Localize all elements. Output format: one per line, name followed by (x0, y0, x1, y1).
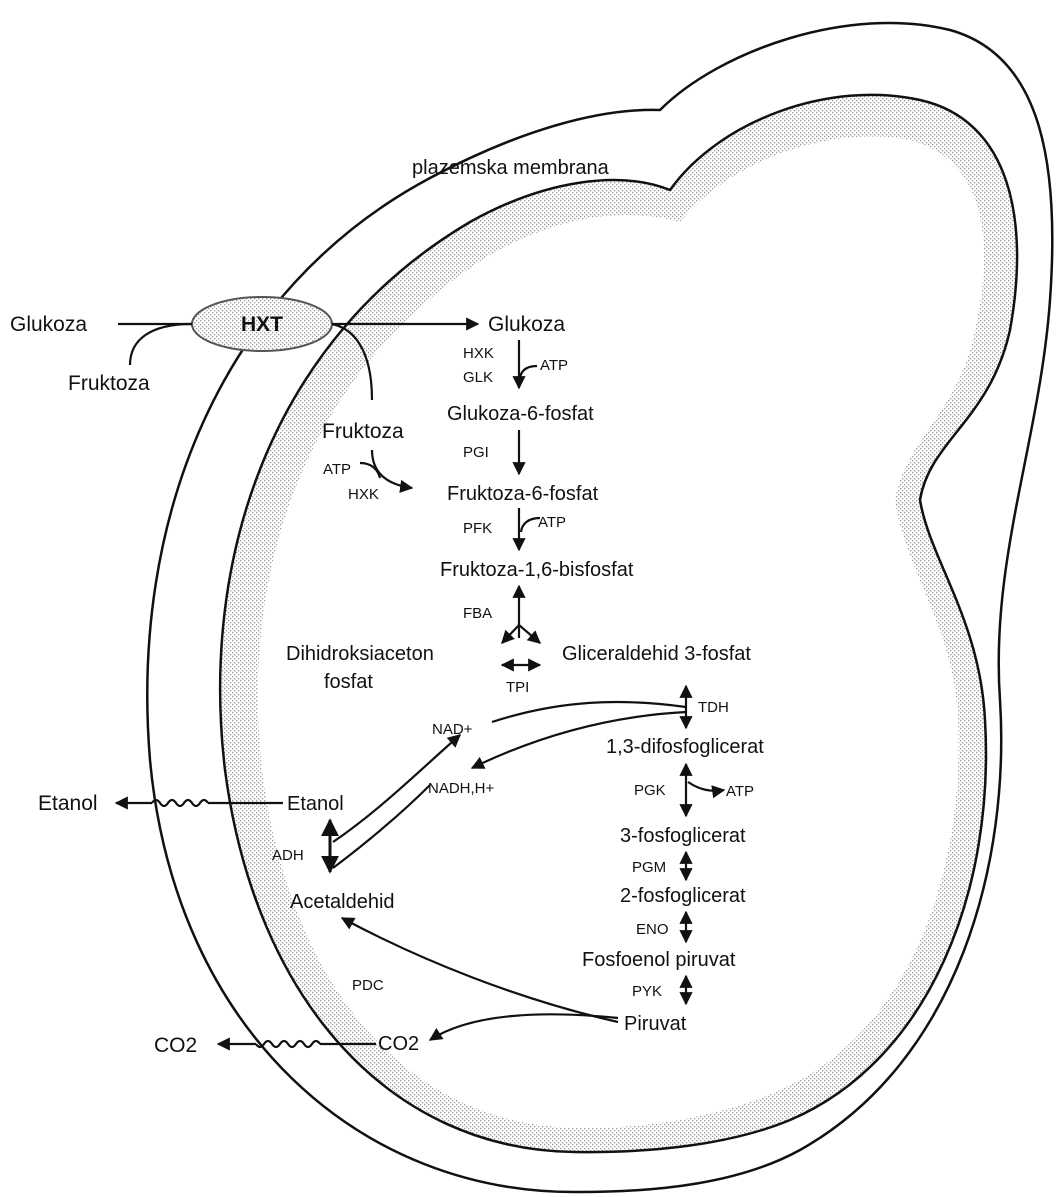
external-glucose: Glukoza (10, 313, 87, 336)
ethanol: Etanol (287, 793, 344, 815)
enzyme-pyk: PYK (632, 983, 662, 1000)
dhap-line2: fosfat (324, 671, 373, 693)
external-co2: CO2 (154, 1034, 197, 1057)
pyruvate: Piruvat (624, 1013, 687, 1035)
fructose-6-phosphate: Fruktoza-6-fosfat (447, 483, 599, 505)
acetaldehyde: Acetaldehid (290, 891, 395, 913)
enzyme-hxk-fructose: HXK (348, 486, 379, 503)
bisphosphoglycerate-1-3: 1,3-difosfoglicerat (606, 736, 764, 758)
enzyme-tdh: TDH (698, 699, 729, 716)
enzyme-pfk: PFK (463, 520, 492, 537)
fructose: Fruktoza (322, 420, 404, 443)
phosphoglycerate-3: 3-fosfoglicerat (620, 825, 746, 847)
glyceraldehyde-3-phosphate: Gliceraldehid 3-fosfat (562, 643, 751, 665)
glucose: Glukoza (488, 313, 565, 336)
enzyme-fba: FBA (463, 605, 492, 622)
dhap-line1: Dihidroksiaceton (286, 643, 434, 665)
enzyme-pgk: PGK (634, 782, 666, 799)
enzyme-eno: ENO (636, 921, 669, 938)
external-ethanol: Etanol (38, 792, 98, 815)
enzyme-pgm: PGM (632, 859, 666, 876)
glucose-6-phosphate: Glukoza-6-fosfat (447, 403, 594, 425)
phosphoenolpyruvate: Fosfoenol piruvat (582, 949, 736, 971)
phosphoglycerate-2: 2-fosfoglicerat (620, 885, 746, 907)
enzyme-pgi: PGI (463, 444, 489, 461)
atp-fructose: ATP (323, 461, 351, 478)
fructose-import-line (130, 324, 192, 365)
atp-pfk: ATP (538, 514, 566, 531)
fructose-1-6-bisphosphate: Fruktoza-1,6-bisfosfat (440, 559, 634, 581)
co2: CO2 (378, 1033, 419, 1055)
external-fructose: Fruktoza (68, 372, 150, 395)
atp-hxk: ATP (540, 357, 568, 374)
enzyme-glk: GLK (463, 369, 493, 386)
membrane-label: plazemska membrana (412, 157, 610, 179)
enzyme-pdc: PDC (352, 977, 384, 994)
hxt-label: HXT (241, 313, 283, 336)
enzyme-adh: ADH (272, 847, 304, 864)
enzyme-tpi: TPI (506, 679, 529, 696)
nad-plus: NAD+ (432, 721, 473, 738)
atp-pgk: ATP (726, 783, 754, 800)
nadh: NADH,H+ (428, 780, 495, 797)
enzyme-hxk: HXK (463, 345, 494, 362)
